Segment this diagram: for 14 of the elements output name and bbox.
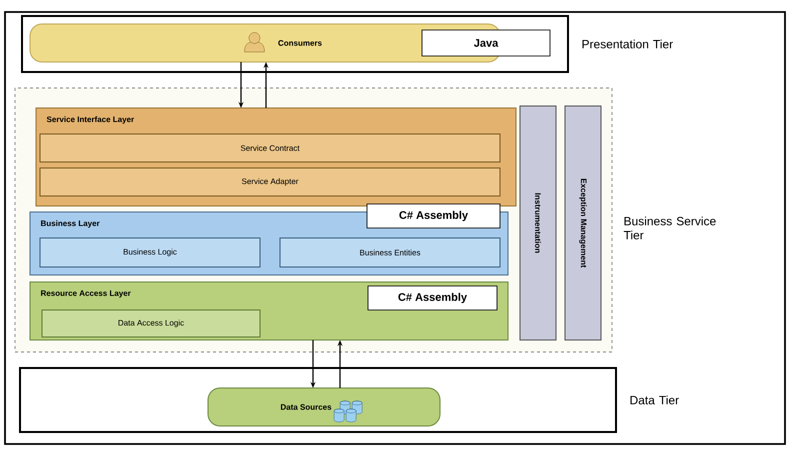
node-label: Presentation Tier xyxy=(582,40,673,48)
tag-box: C# Assembly xyxy=(368,286,498,310)
tag-box: Java xyxy=(422,30,550,56)
node-label: Data Tier xyxy=(630,396,679,404)
component-box: Business Logic xyxy=(40,237,260,268)
data-source-pill: Data Sources xyxy=(208,387,440,426)
component-box: Service Contract xyxy=(40,134,500,162)
component-box: Service Adapter xyxy=(40,168,500,196)
component-box: Data Access Logic xyxy=(42,310,260,338)
tag-box: C# Assembly xyxy=(366,204,500,228)
component-box: Business Entities xyxy=(280,237,500,268)
side-bar: Instrumentation xyxy=(520,106,556,340)
node-label: Business Service Tier xyxy=(624,216,716,240)
side-bar: Exception Management xyxy=(564,106,602,340)
